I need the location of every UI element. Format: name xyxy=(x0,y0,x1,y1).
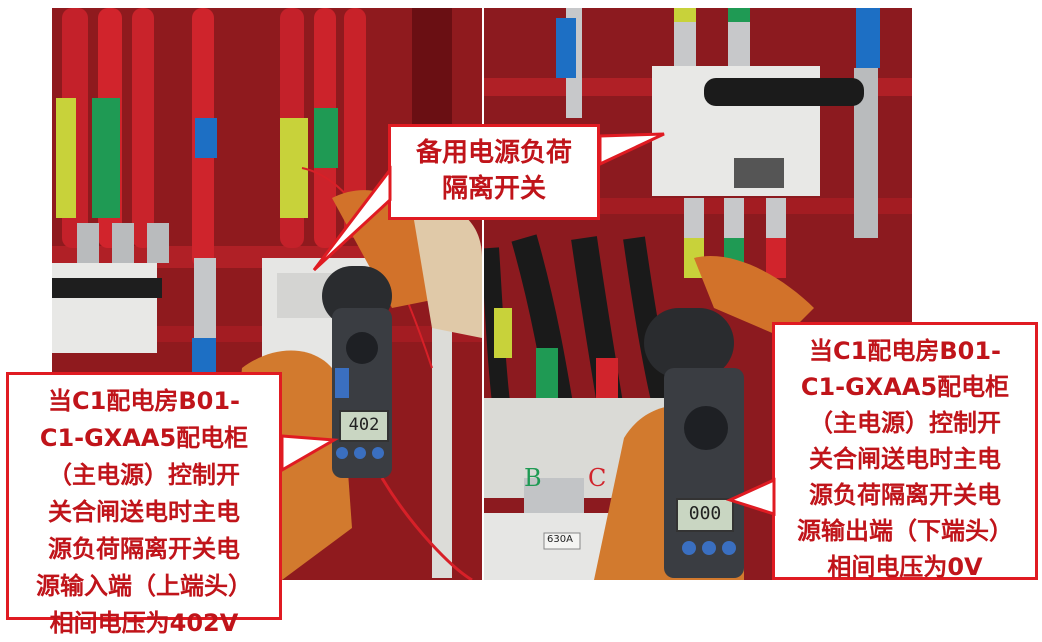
cabinet-scene-left xyxy=(52,8,482,580)
phase-c-label: C xyxy=(588,464,607,492)
callout-top-pointer-right xyxy=(598,132,665,167)
callout-top-text: 备用电源负荷 隔离开关 xyxy=(415,138,572,204)
callout-left-pointer xyxy=(280,434,339,473)
cabinet-scene-right xyxy=(484,8,912,580)
meter-right-display: 000 xyxy=(676,498,734,532)
callout-left-text: 当C1配电房B01- C1-GXAA5配电柜 （主电源）控制开 关合闸送电时主电… xyxy=(36,387,252,637)
phase-b-label: B xyxy=(524,464,542,492)
callout-right-text: 当C1配电房B01- C1-GXAA5配电柜 （主电源）控制开 关合闸送电时主电… xyxy=(797,337,1013,581)
meter-left-display: 402 xyxy=(339,410,389,442)
meter-left-reading: 402 xyxy=(348,415,380,435)
callout-backup-switch: 备用电源负荷 隔离开关 xyxy=(388,124,600,220)
callout-top-pointer xyxy=(312,165,392,272)
callout-right-pointer xyxy=(726,477,776,517)
callout-input-voltage: 当C1配电房B01- C1-GXAA5配电柜 （主电源）控制开 关合闸送电时主电… xyxy=(6,372,282,637)
breaker-rating-label: 630A xyxy=(547,534,573,545)
photo-right-output-terminal: B C 630A 000 xyxy=(484,8,912,580)
meter-right-reading: 000 xyxy=(688,503,722,524)
photo-left-input-terminal: 402 xyxy=(52,8,482,580)
callout-output-voltage: 当C1配电房B01- C1-GXAA5配电柜 （主电源）控制开 关合闸送电时主电… xyxy=(772,322,1038,581)
